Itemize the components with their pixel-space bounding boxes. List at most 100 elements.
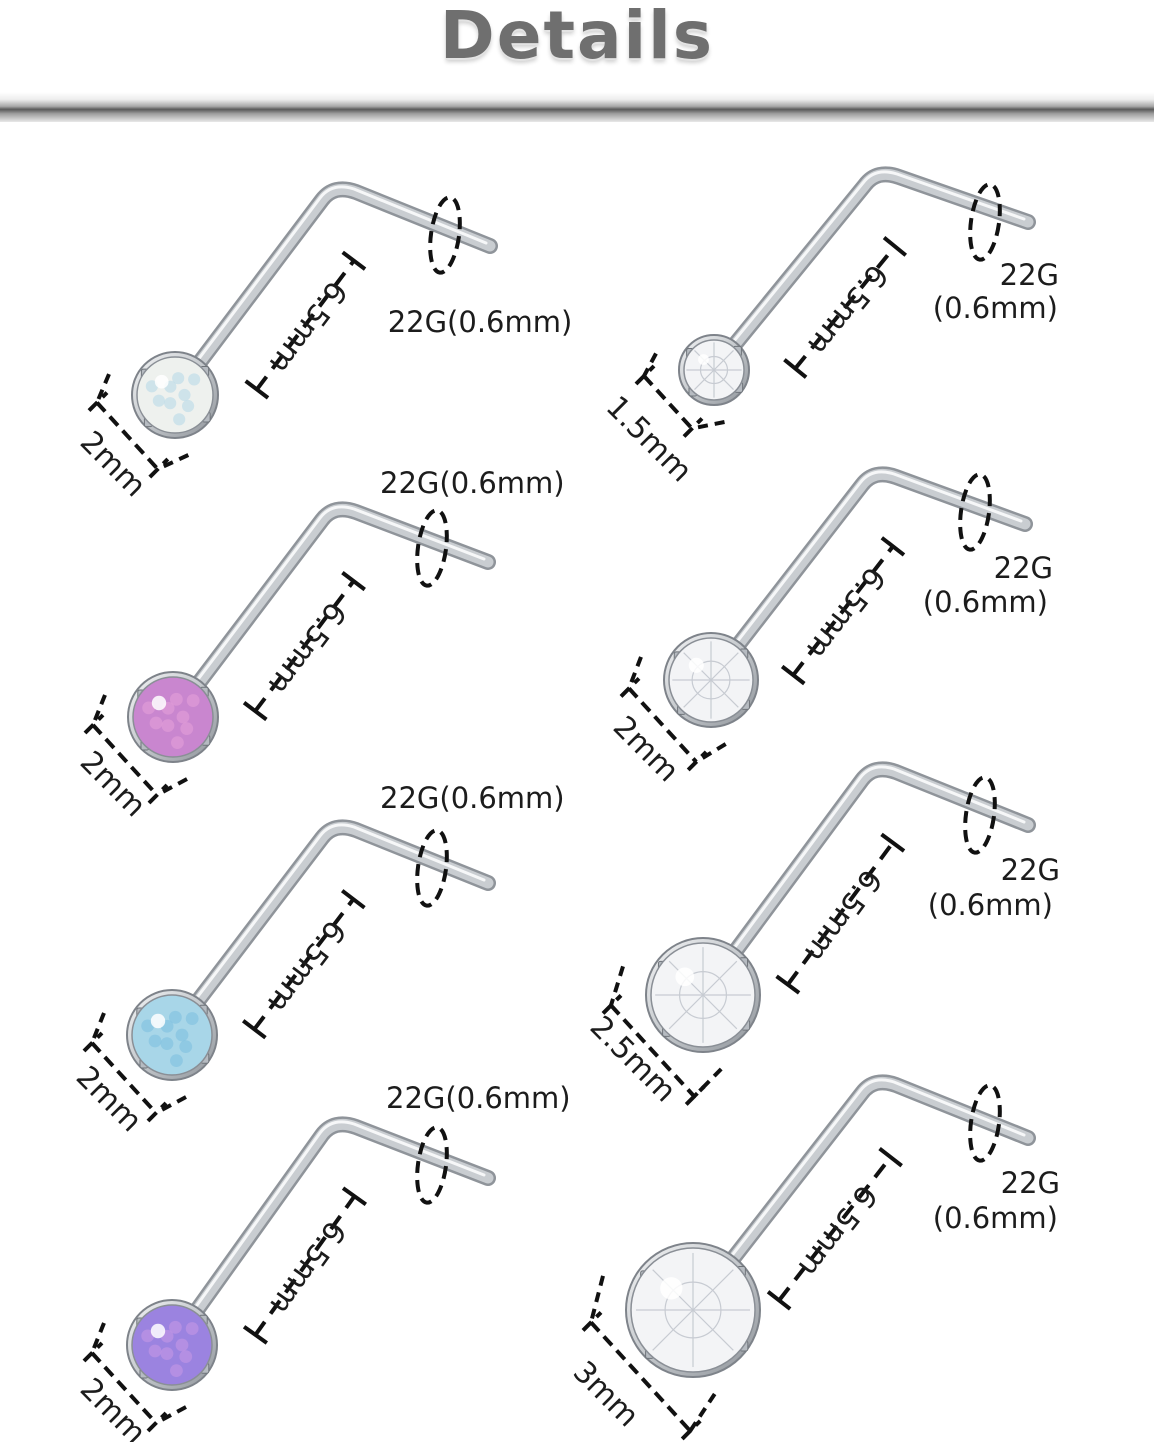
length-label: 6.5mm <box>800 257 894 361</box>
size-extension-line <box>90 1012 187 1115</box>
opal-fleck <box>161 719 175 733</box>
opal-fleck <box>178 388 191 402</box>
opal-fleck <box>170 1364 183 1378</box>
opal-fleck <box>148 1344 162 1358</box>
dashed-bracket-icon <box>619 676 708 772</box>
length-label: 6.5mm <box>799 560 892 665</box>
stone-glint <box>660 1277 683 1300</box>
length-dimension-line <box>791 545 895 677</box>
pin-highlight <box>689 1078 1026 1310</box>
length-dimension-line <box>793 245 897 370</box>
dashed-ellipse-icon <box>968 1083 1002 1163</box>
facet-line <box>652 1309 694 1351</box>
size-extension-line <box>642 352 725 431</box>
dashed-ellipse-icon <box>415 508 449 588</box>
page-title: Details <box>439 0 715 74</box>
pin-shaft <box>166 1118 494 1351</box>
size-extension-line <box>90 1322 187 1425</box>
gauge-label: 22G(0.6mm) <box>380 466 565 500</box>
dimension-tick <box>882 236 908 257</box>
opal-fleck <box>168 1010 182 1024</box>
opal-fleck <box>145 380 158 393</box>
size-extension-line <box>589 1275 717 1433</box>
opal-fleck <box>172 372 185 385</box>
dimension-tick <box>783 358 808 379</box>
pin-shaft <box>687 1076 1034 1316</box>
opal-fleck <box>173 413 186 426</box>
opal-fleck <box>169 692 183 706</box>
opal-fleck <box>179 1040 193 1053</box>
opal-fleck <box>185 1012 199 1025</box>
opal-fleck <box>168 1320 182 1334</box>
size-extension-line <box>95 373 190 471</box>
pin-shaft <box>169 183 496 401</box>
stone-size-label: 2mm <box>73 745 153 825</box>
dimension-tick <box>341 571 366 592</box>
facet-table <box>691 660 731 700</box>
length-label: 6.5mm <box>791 1178 884 1283</box>
stone-glint <box>675 967 695 987</box>
pin-highlight <box>171 185 488 395</box>
product-item: 6.5mm 22G(0.6mm) 1.5mm <box>599 166 1059 489</box>
dimension-tick <box>880 536 906 557</box>
length-dimension-line <box>252 897 355 1031</box>
facet-table <box>678 970 727 1019</box>
dashed-bracket-icon <box>83 713 169 805</box>
opal-fleck <box>141 1329 155 1343</box>
dashed-ellipse-icon <box>968 182 1002 262</box>
stone-size-label: 2mm <box>73 1372 153 1442</box>
opal-fleck <box>176 710 190 724</box>
gauge-label-mm: (0.6mm) <box>933 1201 1058 1235</box>
opal-fleck <box>149 716 163 730</box>
dashed-ellipse-icon <box>958 472 992 552</box>
length-dimension-line <box>255 259 356 391</box>
opal-fleck <box>164 397 177 410</box>
opal-fleck <box>160 1037 174 1051</box>
opal-fleck <box>175 1028 189 1042</box>
opal-fleck <box>170 1054 183 1068</box>
opal-fleck <box>171 736 184 750</box>
stone-glint <box>698 354 709 365</box>
stone-glint <box>150 1013 166 1029</box>
pin-highlight <box>169 505 486 717</box>
size-extension-line <box>91 694 188 797</box>
length-label: 6.5mm <box>261 595 353 701</box>
dimension-tick <box>341 250 367 271</box>
opal-fleck <box>175 1338 189 1352</box>
length-label: 6.5mm <box>797 862 888 968</box>
opal-fleck <box>142 701 156 715</box>
gauge-label: 22G <box>1001 853 1060 887</box>
dimension-tick <box>242 701 268 722</box>
dimension-tick <box>878 1146 903 1168</box>
opal-fleck <box>180 722 194 735</box>
dimension-tick <box>241 1019 267 1040</box>
pin-shaft <box>705 468 1031 686</box>
stone-size-label: 1.5mm <box>599 389 699 489</box>
facet-table <box>664 1281 722 1339</box>
gauge-label: 22G <box>1000 258 1059 292</box>
stone-glint <box>150 1323 166 1339</box>
dimension-tick <box>341 1186 368 1207</box>
gauge-label: 22G <box>994 551 1053 585</box>
length-dimension-line <box>253 579 356 713</box>
dimension-tick <box>340 889 366 910</box>
stone-glint <box>688 657 704 673</box>
pin-shaft <box>167 503 494 723</box>
pin-shaft <box>708 168 1034 376</box>
dimension-tick <box>244 379 270 400</box>
gauge-label-mm: (0.6mm) <box>933 291 1058 325</box>
product-item: 6.5mm 22G(0.6mm) 2mm <box>73 466 565 824</box>
gauge-label: 22G(0.6mm) <box>380 781 565 815</box>
gauge-label-mm: (0.6mm) <box>928 888 1053 922</box>
stone-size-label: 2mm <box>73 425 153 505</box>
size-extension-line <box>627 656 727 764</box>
dashed-bracket-icon <box>82 1031 168 1123</box>
gauge-label: 22G(0.6mm) <box>386 1081 571 1115</box>
dashed-bracket-icon <box>82 1341 168 1433</box>
gauge-label-mm: (0.6mm) <box>923 585 1048 619</box>
opal-fleck <box>185 1322 199 1335</box>
pin-shaft <box>166 821 494 1041</box>
